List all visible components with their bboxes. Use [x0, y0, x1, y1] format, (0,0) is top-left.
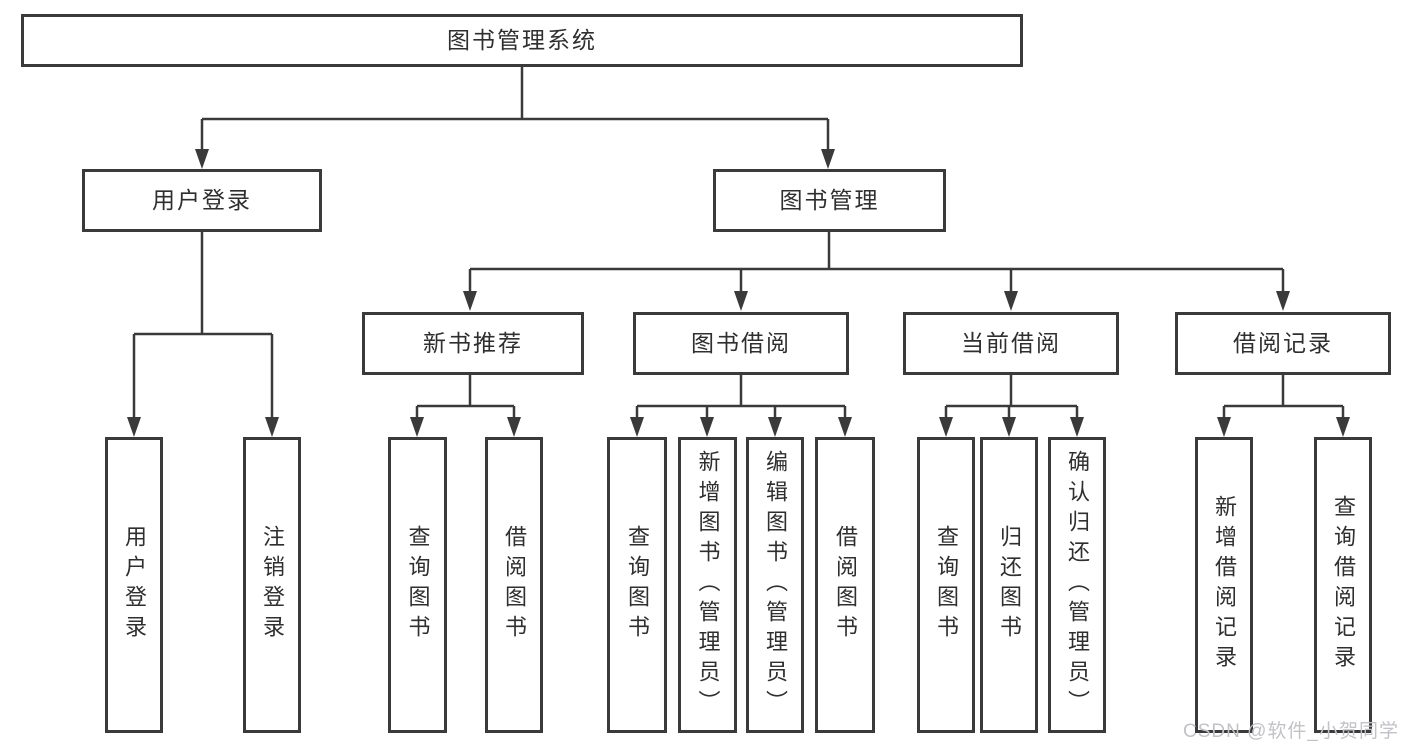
node-label: 查询图书 [934, 525, 959, 645]
arrow-down-icon [630, 417, 644, 437]
arrow-down-icon [939, 417, 953, 437]
connector-user-login-children [127, 232, 279, 437]
connector-line [200, 67, 830, 151]
node-label: 借阅图书 [502, 525, 527, 645]
node-label: 用户登录 [122, 525, 147, 645]
arrow-down-icon [1004, 291, 1018, 311]
arrow-down-icon [463, 291, 477, 311]
node-label: 编辑图书（管理员） [763, 450, 788, 720]
node-leaf-query-book-3: 查询图书 [917, 437, 975, 733]
node-label: 新增借阅记录 [1212, 495, 1237, 675]
arrow-down-icon [1276, 291, 1290, 311]
connector-line [635, 375, 847, 419]
node-current-borrow: 当前借阅 [903, 312, 1119, 375]
node-label: 归还图书 [997, 525, 1022, 645]
connector-new-book-rec-children [410, 375, 521, 437]
connector-book-mgmt-children [463, 232, 1290, 311]
arrow-down-icon [768, 417, 782, 437]
node-label: 新增图书（管理员） [695, 450, 721, 720]
node-borrow-record: 借阅记录 [1175, 312, 1391, 375]
node-leaf-user-login: 用户登录 [105, 437, 163, 733]
node-label: 图书借阅 [691, 330, 791, 356]
node-label: 当前借阅 [961, 330, 1061, 356]
node-leaf-edit-book: 编辑图书（管理员） [746, 437, 804, 733]
node-leaf-query-record: 查询借阅记录 [1314, 437, 1372, 733]
arrow-down-icon [700, 417, 714, 437]
connector-book-borrow-children [630, 375, 852, 437]
node-label: 图书管理 [779, 187, 880, 213]
connector-root-to-level2 [195, 67, 835, 169]
node-leaf-add-book: 新增图书（管理员） [678, 437, 737, 733]
node-new-book-rec: 新书推荐 [362, 312, 584, 375]
node-user-login: 用户登录 [82, 169, 322, 232]
arrow-down-icon [410, 417, 424, 437]
node-book-borrow: 图书借阅 [633, 312, 849, 375]
connector-line [132, 232, 274, 419]
arrow-down-icon [507, 417, 521, 437]
arrow-down-icon [127, 417, 141, 437]
node-leaf-logout: 注销登录 [243, 437, 301, 733]
arrow-down-icon [821, 149, 835, 169]
watermark: CSDN @软件_小贺同学 [1183, 721, 1399, 742]
connector-line [415, 375, 516, 419]
node-book-mgmt: 图书管理 [713, 169, 946, 232]
node-label: 借阅记录 [1233, 330, 1333, 356]
connector-line [1222, 375, 1345, 419]
node-label: 查询借阅记录 [1331, 495, 1356, 675]
arrow-down-icon [1336, 417, 1350, 437]
node-label: 确认归还（管理员） [1065, 450, 1090, 720]
connector-borrow-record-children [1217, 375, 1350, 437]
node-label: 用户登录 [152, 187, 252, 213]
node-leaf-return-book: 归还图书 [980, 437, 1038, 733]
arrow-down-icon [1070, 417, 1084, 437]
connector-current-borrow-children [939, 375, 1084, 437]
node-leaf-add-record: 新增借阅记录 [1195, 437, 1253, 733]
node-label: 查询图书 [405, 525, 431, 645]
arrow-down-icon [195, 149, 209, 169]
arrow-down-icon [1217, 417, 1231, 437]
arrow-down-icon [1002, 417, 1016, 437]
connector-line [944, 375, 1079, 419]
connector-line [468, 232, 1285, 293]
node-leaf-borrow-book-1: 借阅图书 [485, 437, 543, 733]
arrow-down-icon [265, 417, 279, 437]
node-label: 新书推荐 [423, 330, 523, 356]
node-leaf-query-book-1: 查询图书 [388, 437, 447, 733]
node-root: 图书管理系统 [21, 14, 1023, 67]
node-leaf-borrow-book-2: 借阅图书 [815, 437, 875, 733]
arrow-down-icon [838, 417, 852, 437]
node-label: 图书管理系统 [447, 27, 597, 53]
node-label: 注销登录 [260, 525, 285, 645]
node-leaf-confirm-return: 确认归还（管理员） [1048, 437, 1106, 733]
arrow-down-icon [734, 291, 748, 311]
node-label: 查询图书 [625, 525, 650, 645]
node-label: 借阅图书 [833, 525, 858, 645]
node-leaf-query-book-2: 查询图书 [607, 437, 667, 733]
